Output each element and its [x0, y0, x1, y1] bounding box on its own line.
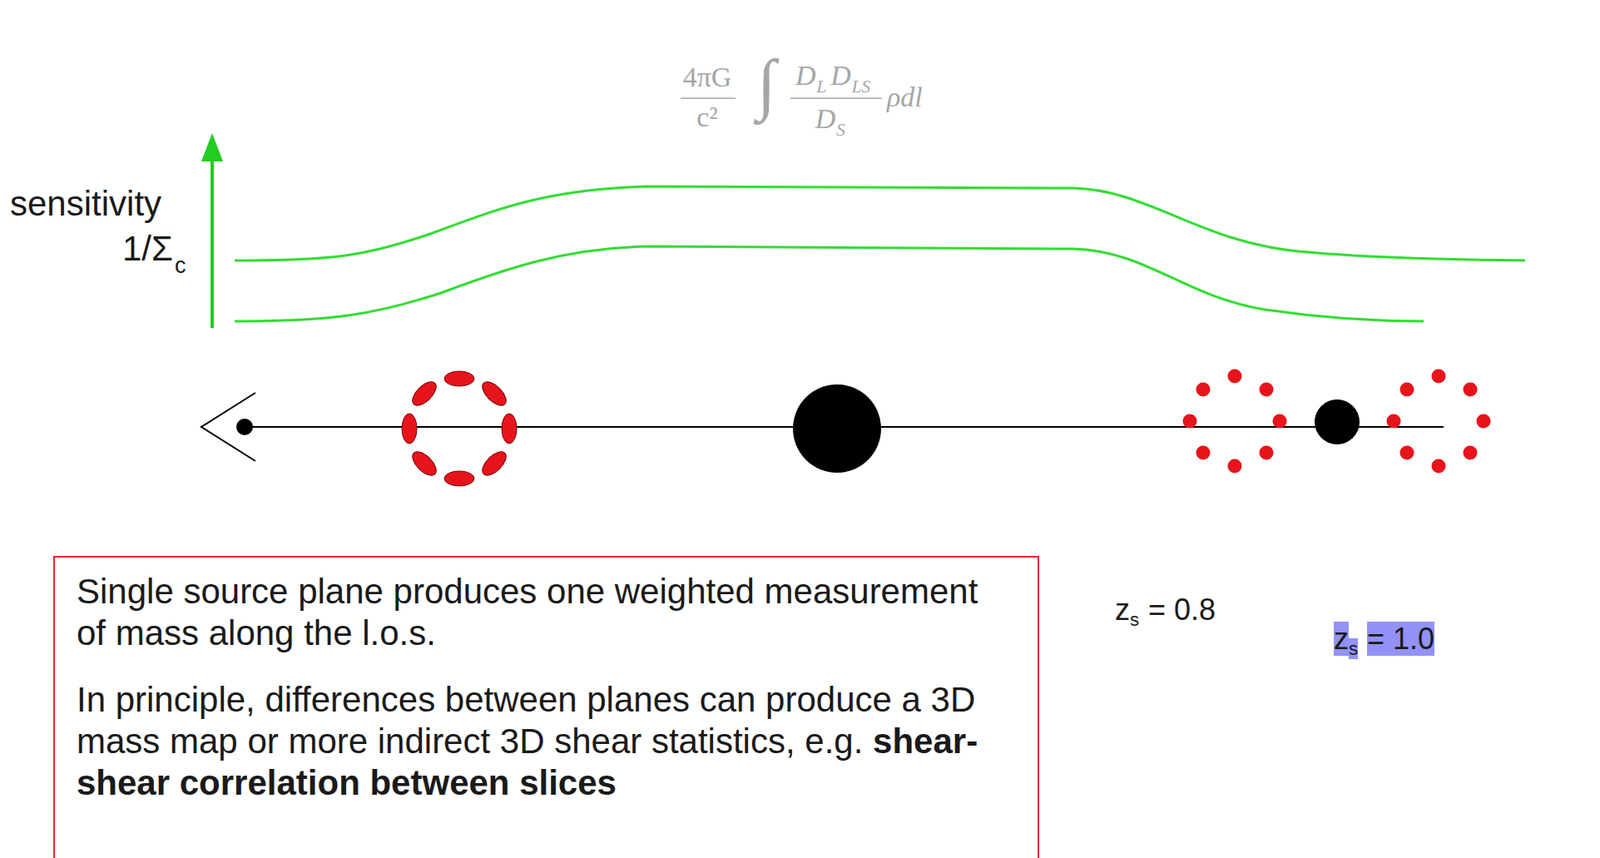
source-galaxy [1400, 382, 1415, 397]
redshift-label: z [1114, 592, 1130, 627]
source-galaxy [1476, 414, 1492, 429]
source-galaxy [1259, 445, 1274, 461]
source-mass [1314, 399, 1360, 445]
lensed-image [478, 377, 511, 410]
source-galaxy [1431, 369, 1447, 384]
eye-pupil [236, 418, 253, 436]
integral-sign: ∫ [757, 45, 776, 122]
fraction-bar [680, 97, 736, 100]
source-plane: zs = 1.0 [1293, 39, 1600, 858]
axis-arrowhead [201, 133, 223, 162]
sensitivity-curve [234, 246, 1424, 322]
axis-title: sensitivity [9, 183, 162, 223]
source-galaxy [1400, 445, 1415, 461]
source-galaxy [1228, 459, 1243, 474]
redshift-label: = 1.0 [1367, 621, 1435, 656]
formula-term: 4πG [683, 61, 733, 93]
source-galaxies [1386, 369, 1492, 474]
label-anchor: 4πG [683, 63, 733, 92]
source-galaxy [1273, 414, 1288, 429]
label-anchor: ∫ [757, 49, 776, 119]
label-anchor: ρdl [886, 83, 923, 112]
label-anchor: LS [852, 78, 871, 96]
subscript: s [1129, 609, 1140, 630]
formula-subscript: S [836, 119, 846, 140]
source-galaxy [1386, 414, 1402, 429]
formula-subscript: L [817, 76, 828, 97]
lensed-image [401, 413, 417, 444]
source-plane: zs= 0.8 [1089, 9, 1402, 829]
source-galaxies [1183, 369, 1288, 474]
note-text: Single source plane produces one weighte… [76, 571, 978, 653]
lensed-image [501, 413, 517, 444]
redshift-label: z [1333, 621, 1349, 656]
source-galaxy [1228, 369, 1243, 384]
lensed-image [408, 377, 441, 410]
formula-term: c² [696, 101, 718, 133]
plane-shape [1089, 9, 1402, 829]
formula-term: D [795, 59, 817, 91]
label-anchor: D [830, 61, 852, 90]
label-anchor: L [817, 78, 828, 96]
axis-symbol: 1/Σ [122, 228, 174, 268]
label-anchor: c² [696, 103, 718, 132]
label-anchor: D [795, 61, 817, 90]
plane-outline [1293, 39, 1600, 858]
lens-mass [792, 384, 882, 473]
plane-label: zs = 0.8 [1114, 592, 1216, 638]
formula-subscript: LS [852, 76, 871, 97]
lensed-image [444, 470, 475, 486]
source-galaxy [1196, 382, 1211, 397]
source-galaxy [1183, 414, 1198, 429]
lensed-image [408, 447, 441, 480]
observer-eye [201, 392, 256, 461]
source-galaxy [1196, 445, 1211, 461]
source-galaxy [1259, 382, 1274, 397]
label-anchor: S [836, 121, 846, 139]
subscript: s [1348, 638, 1358, 659]
label-anchor: 1/Σ [122, 231, 174, 267]
formula-term: D [815, 103, 837, 134]
note-paragraph: Single source plane produces one weighte… [76, 570, 1016, 654]
axis-subscript: c [174, 252, 187, 278]
label-anchor: c [174, 254, 187, 278]
source-galaxy [1431, 459, 1447, 474]
plane-shape [1293, 39, 1600, 856]
source-galaxy [1463, 445, 1478, 461]
redshift-label: = 0.8 [1148, 592, 1216, 627]
lensed-image [444, 371, 475, 387]
lensed-images [401, 371, 517, 486]
note-box: Single source plane produces one weighte… [53, 555, 1040, 858]
sensitivity-axis [210, 156, 214, 328]
note-text: In principle, differences between planes… [76, 679, 976, 761]
fraction-bar [790, 97, 882, 100]
label-anchor: D [815, 104, 837, 134]
note-paragraph: In principle, differences between planes… [76, 678, 1016, 804]
label-anchor: sensitivity [9, 186, 162, 222]
formula-term: D [830, 59, 852, 91]
sensitivity-curve [234, 186, 1526, 261]
plane-label: zs = 1.0 [1333, 621, 1435, 667]
lensed-image [478, 447, 511, 480]
source-galaxy [1463, 382, 1478, 397]
formula-term: ρdl [886, 81, 923, 113]
plane-outline [1089, 9, 1402, 829]
